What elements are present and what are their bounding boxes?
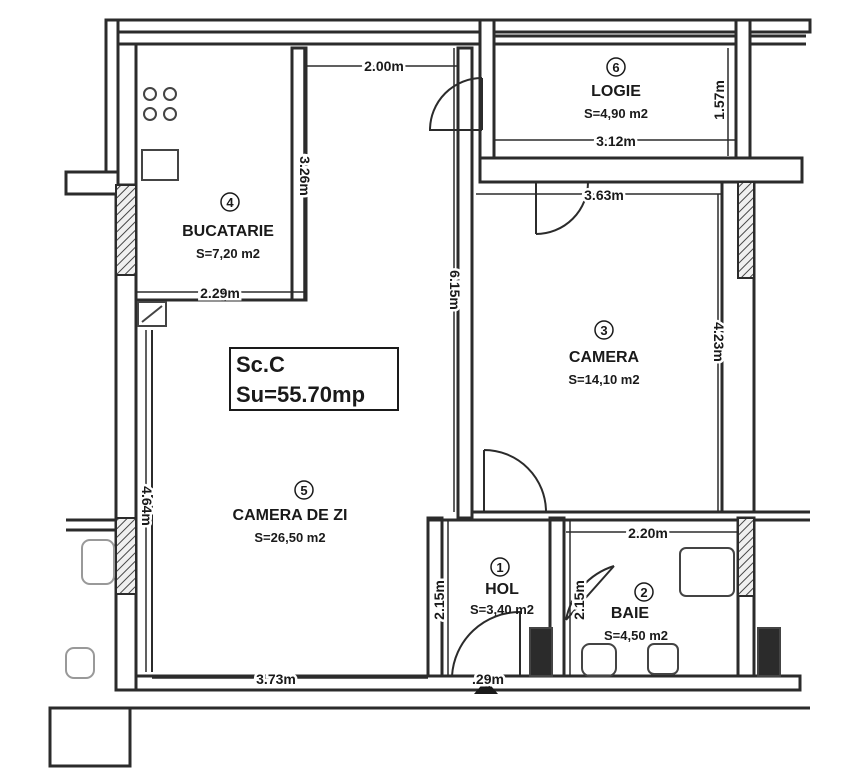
room-number-badge	[634, 582, 654, 602]
dim-entry-width: .29m	[472, 671, 504, 687]
room-camera: 3 CAMERA S=14,10 m2	[568, 320, 640, 387]
summary-box	[229, 347, 399, 411]
room-area: S=26,50 m2	[254, 530, 325, 545]
dim-living-height: 6.15m	[447, 270, 463, 310]
wall-left-kitchen	[104, 18, 120, 182]
room-bucatarie: 4 BUCATARIE S=7,20 m2	[182, 192, 274, 261]
stove-burner-icon	[143, 107, 157, 121]
room-area: S=3,40 m2	[470, 602, 534, 617]
dim-bedroom-height: 4.23m	[711, 322, 727, 362]
bathtub-icon	[679, 547, 735, 597]
room-number: 4	[226, 195, 234, 210]
room-area: S=4,90 m2	[584, 106, 648, 121]
wall-neighbor-corner	[48, 706, 132, 768]
room-name: BAIE	[611, 605, 650, 622]
door-logia	[428, 77, 483, 131]
hatched-columns	[115, 181, 755, 597]
useful-area-label: Su=55.70mp	[236, 382, 365, 407]
room-number-badge	[490, 557, 510, 577]
toilet-icon	[581, 643, 617, 677]
dim-living-left: 4.64m	[139, 486, 155, 526]
room-logie: 6 LOGIE S=4,90 m2	[584, 57, 648, 121]
room-baie: 2 BAIE S=4,50 m2	[604, 582, 668, 643]
door-bath	[565, 565, 615, 621]
dim-logia-width: 3.12m	[596, 133, 636, 149]
room-number: 2	[640, 585, 647, 600]
dim-logia-height: 1.57m	[711, 80, 727, 120]
room-number-badge	[594, 320, 614, 340]
stove-burner-icon	[163, 87, 177, 101]
wall-logia-right	[734, 18, 752, 162]
doors	[428, 77, 615, 677]
column-right-upper	[737, 181, 755, 279]
door-bedroom-top	[535, 181, 589, 235]
room-camera-de-zi: 5 CAMERA DE ZI S=26,50 m2	[233, 480, 348, 545]
room-name: CAMERA DE ZI	[233, 507, 348, 524]
room-number: 5	[300, 483, 307, 498]
room-number: 1	[496, 560, 503, 575]
room-number: 3	[600, 323, 607, 338]
sink-icon	[141, 149, 179, 181]
dim-kitchen-height: 3.26m	[297, 156, 313, 196]
room-hol: 1 HOL S=3,40 m2	[470, 557, 534, 617]
bathroom-fixtures	[529, 547, 781, 677]
room-name: HOL	[485, 581, 519, 598]
room-name: BUCATARIE	[182, 223, 274, 240]
dim-kitchen-width: 2.29m	[200, 285, 240, 301]
room-number: 6	[612, 60, 619, 75]
room-name: LOGIE	[591, 83, 641, 100]
fridge-icon	[137, 301, 167, 327]
column-left-lower	[115, 517, 137, 595]
wall-living-bedroom	[456, 46, 474, 520]
dim-kitchen-top: 2.00m	[364, 58, 404, 74]
column-right-lower	[737, 517, 755, 597]
dim-living-bottom: 3.73m	[256, 671, 296, 687]
wall-bottom	[134, 674, 802, 692]
stove-burner-icon	[163, 107, 177, 121]
door-bedroom	[483, 449, 547, 513]
room-area: S=14,10 m2	[568, 372, 639, 387]
room-area: S=4,50 m2	[604, 628, 668, 643]
room-number-badge	[220, 192, 240, 212]
section-label: Sc.C	[236, 352, 285, 377]
entry-arrow-icon	[474, 680, 498, 694]
wall-top-outer	[104, 18, 812, 34]
dim-bath-width: 2.20m	[628, 525, 668, 541]
walls	[48, 18, 812, 768]
dim-bedroom-width: 3.63m	[584, 187, 624, 203]
shaft-icon	[757, 627, 781, 677]
wall-stub-left	[64, 170, 120, 196]
dim-hall-height: 2.15m	[431, 580, 447, 620]
dimension-lines	[136, 48, 738, 679]
dim-bath-height: 2.15m	[571, 580, 587, 620]
neighbor-fixtures	[65, 539, 115, 679]
room-number-badge	[294, 480, 314, 500]
room-area: S=7,20 m2	[196, 246, 260, 261]
sink-icon	[647, 643, 679, 675]
stove-burner-icon	[143, 87, 157, 101]
room-name: CAMERA	[569, 349, 640, 366]
wall-logia-bottom	[478, 156, 804, 184]
column-left-upper	[115, 184, 137, 276]
door-entry	[451, 610, 521, 677]
shaft-icon	[529, 627, 553, 677]
kitchen-fixtures	[137, 87, 179, 327]
room-number-badge	[606, 57, 626, 77]
